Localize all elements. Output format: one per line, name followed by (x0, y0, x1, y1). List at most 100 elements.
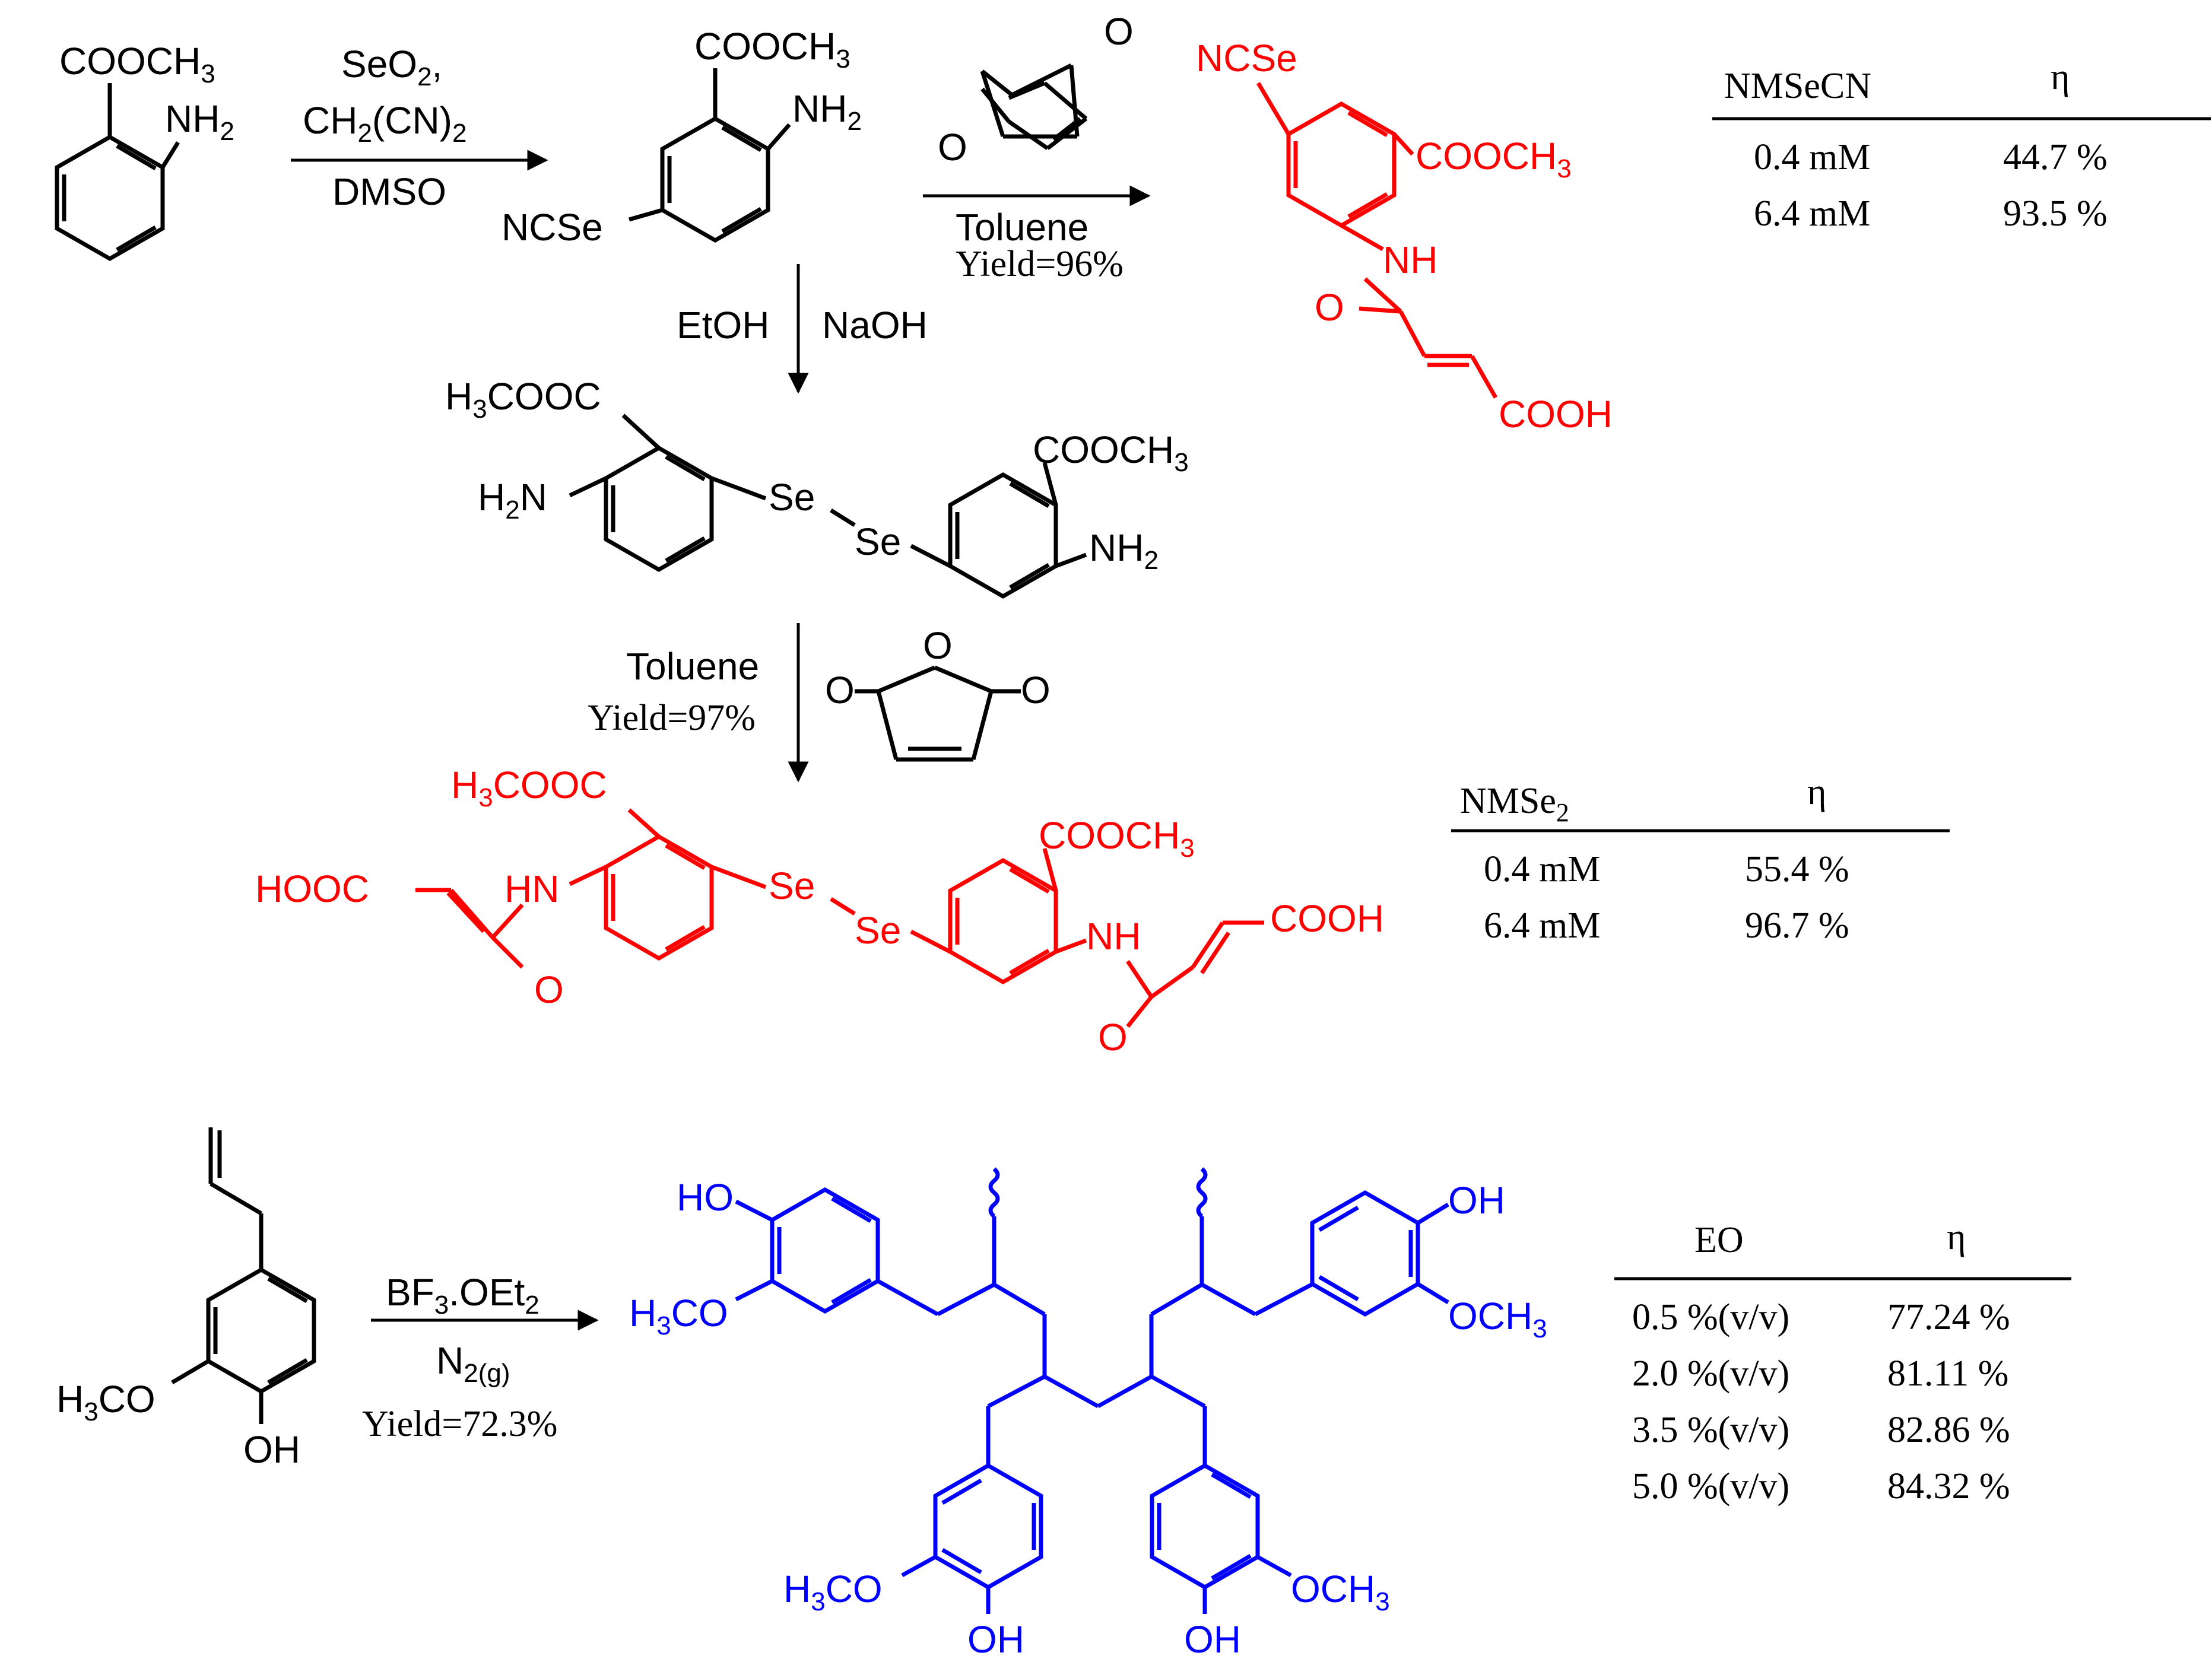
svg-text:H3CO: H3CO (629, 1292, 728, 1340)
svg-text:H3CO: H3CO (783, 1568, 883, 1616)
label-nh2-3: NH (1089, 526, 1144, 569)
svg-text:COOCH3: COOCH3 (59, 40, 215, 88)
label-se-red-1: Se (769, 865, 815, 907)
svg-text:N2(g): N2(g) (436, 1339, 510, 1388)
svg-text:COOCH3: COOCH3 (1033, 428, 1189, 477)
table-1-header-concentration: NMSeCN (1724, 66, 1871, 106)
table-2-cell: 0.4 mM (1484, 849, 1600, 889)
label-ncse-red: NCSe (1196, 37, 1297, 80)
solvent-toluene-1: Toluene (956, 206, 1088, 249)
svg-text:NH2: NH2 (792, 87, 862, 136)
label-cooch3-2: COOCH (694, 25, 836, 68)
reagent-n2-gas: N (436, 1339, 464, 1382)
label-h3co: H (56, 1378, 84, 1420)
label-o-anhydride-2a: O (825, 669, 855, 711)
label-ho-blue: HO (677, 1176, 734, 1219)
table-2-header-eta: η (1807, 772, 1826, 812)
label-och3-blue-1: OCH (1448, 1295, 1532, 1337)
label-nh2: NH (165, 97, 220, 140)
table-nmsecn: NMSeCN η 0.4 mM 44.7 % 6.4 mM 93.5 % (1712, 57, 2211, 234)
reagent-malononitrile: CH (303, 99, 357, 142)
table-nmse2: NMSe2 η 0.4 mM 55.4 % 6.4 mM 96.7 % (1451, 772, 1950, 946)
table-3-cell: 84.32 % (1887, 1466, 2010, 1507)
solvent-toluene-2: Toluene (626, 645, 759, 688)
label-o-anhydride-2b: O (1021, 669, 1051, 711)
label-o-red-3: O (1098, 1016, 1128, 1059)
label-hn-red: HN (504, 867, 559, 910)
label-oh-blue-1: OH (1448, 1179, 1505, 1222)
label-cooch3: COOCH (59, 40, 201, 82)
label-cooch3-3: COOCH (1033, 428, 1174, 471)
label-o-red: O (1315, 286, 1344, 329)
label-se-2: Se (855, 520, 901, 563)
methyl-anthranilate (55, 83, 180, 262)
label-o-anhydride-2c: O (923, 624, 953, 667)
svg-text:COOCH3: COOCH3 (694, 25, 850, 74)
table-3-cell: 3.5 %(v/v) (1632, 1410, 1789, 1450)
table-3-cell: 0.5 %(v/v) (1632, 1297, 1789, 1337)
label-nh2-2: NH (792, 87, 847, 130)
table-eo: EO η 0.5 %(v/v) 77.24 % 2.0 %(v/v) 81.11… (1614, 1217, 2071, 1507)
label-o-red-2: O (534, 968, 564, 1011)
label-oh-blue-3: OH (1184, 1618, 1241, 1661)
label-cooch3-red: COOCH (1416, 135, 1557, 177)
table-3-cell: 81.11 % (1887, 1353, 2008, 1394)
table-3-cell: 82.86 % (1887, 1410, 2010, 1450)
maleic-anhydride-2 (855, 665, 1021, 762)
label-cooch3-red-2: COOCH (1039, 814, 1180, 857)
table-1-cell: 93.5 % (2003, 193, 2108, 234)
svg-text:COOCH3: COOCH3 (1039, 814, 1195, 863)
label-h2n: H (478, 476, 505, 519)
svg-text:CH2(CN)2: CH2(CN)2 (303, 99, 466, 148)
label-h3co-blue-1: H (629, 1292, 656, 1334)
selenocyanate-intermediate (629, 68, 791, 243)
label-oh: OH (243, 1428, 300, 1471)
svg-text:OCH3: OCH3 (1291, 1568, 1390, 1616)
diselenide-intermediate (569, 414, 1087, 599)
label-hooc-red: HOOC (255, 867, 369, 910)
reagent-bf3-oet2: BF (386, 1271, 434, 1314)
svg-text:NH2: NH2 (1089, 526, 1159, 575)
nmse2-product (415, 808, 1264, 1028)
svg-text:H3COOC: H3COOC (445, 375, 601, 424)
table-2-cell: 6.4 mM (1484, 905, 1600, 946)
eugenol (171, 1127, 316, 1424)
svg-text:NMSe2: NMSe2 (1460, 781, 1569, 827)
svg-text:COOCH3: COOCH3 (1416, 135, 1572, 183)
table-1-cell: 0.4 mM (1754, 137, 1870, 177)
table-1-cell: 6.4 mM (1754, 193, 1870, 234)
label-ncse: NCSe (502, 206, 603, 249)
table-3-header-eta: η (1947, 1217, 1966, 1257)
svg-text:SeO2,: SeO2, (341, 43, 442, 91)
table-1-header-eta: η (2051, 57, 2070, 97)
maleic-anhydride-1-ring (980, 63, 1080, 139)
svg-text:H2N: H2N (478, 476, 547, 525)
table-2-header-concentration: NMSe (1460, 781, 1556, 821)
label-h3co-blue-2: H (783, 1568, 811, 1610)
label-se-1: Se (769, 476, 815, 519)
label-o-anhydride-1a: O (938, 126, 967, 169)
label-cooh-red-2: COOH (1270, 897, 1384, 940)
table-1-cell: 44.7 % (2003, 137, 2108, 177)
label-se-red-2: Se (855, 909, 901, 952)
reagent-naoh: NaOH (822, 304, 928, 347)
label-nh-red-2: NH (1086, 915, 1141, 958)
yield-96: Yield=96% (956, 244, 1124, 284)
yield-72: Yield=72.3% (362, 1404, 557, 1444)
table-2-cell: 96.7 % (1745, 905, 1849, 946)
svg-text:NH2: NH2 (165, 97, 234, 146)
table-3-cell: 77.24 % (1887, 1297, 2010, 1337)
reagent-seo2: SeO (341, 43, 417, 85)
svg-text:H3CO: H3CO (56, 1378, 155, 1426)
solvent-dmso: DMSO (332, 170, 446, 213)
svg-text:H3COOC: H3COOC (451, 764, 607, 812)
label-o-anhydride-1b: O (1104, 10, 1134, 53)
label-h3cooc-red: H (451, 764, 478, 806)
yield-97: Yield=97% (588, 698, 756, 738)
polyeugenol-product (735, 1167, 1449, 1614)
nmsecn-product (1256, 82, 1498, 399)
label-oh-blue-2: OH (967, 1618, 1024, 1661)
table-3-header-concentration: EO (1694, 1220, 1744, 1260)
table-2-cell: 55.4 % (1745, 849, 1849, 889)
